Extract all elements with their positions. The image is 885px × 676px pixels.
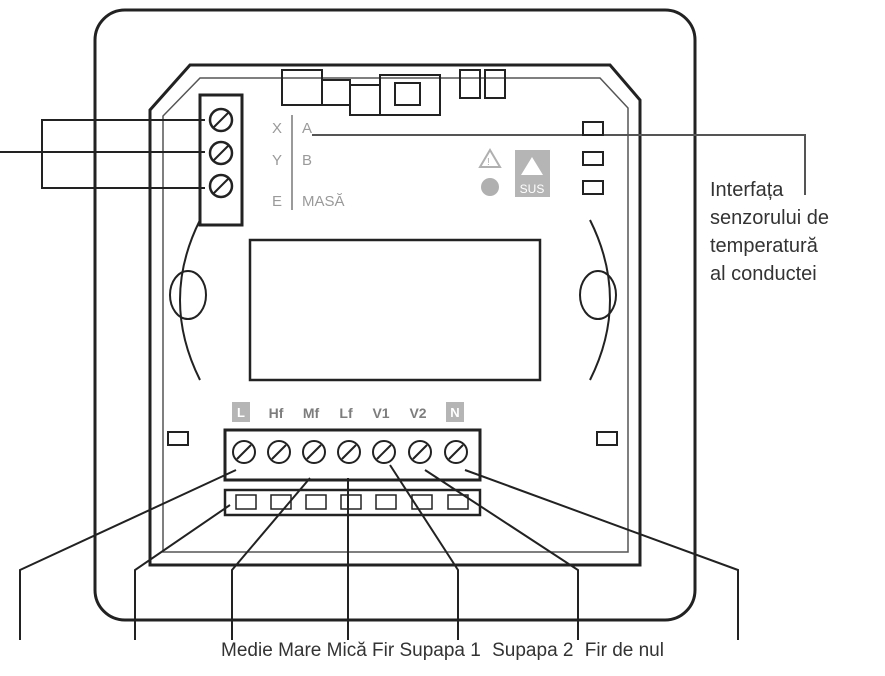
terminal-label-lf: Lf <box>339 405 353 421</box>
caption-fir: Fir <box>372 640 395 661</box>
sensor-label-masa: MASĂ <box>302 193 345 210</box>
power-terminal-block <box>223 428 482 517</box>
terminal-label-l: L <box>237 405 245 420</box>
device-body <box>148 63 642 567</box>
status-badge-label: SUS <box>520 182 545 196</box>
terminal-leader-lines <box>19 464 739 640</box>
top-connector <box>281 69 506 116</box>
terminal-badge-l <box>232 402 250 422</box>
arrow-up-icon <box>521 157 543 175</box>
caption-mare: Mare <box>278 640 322 661</box>
screw-y <box>208 140 234 166</box>
screw-e <box>208 173 234 199</box>
terminal-label-n: N <box>450 405 459 420</box>
svg-text:!: ! <box>487 157 490 168</box>
sensor-terminal-block <box>198 93 244 227</box>
sensor-label-x: X <box>272 120 282 137</box>
caption-mica: Mică <box>326 640 367 661</box>
callout-line-2: senzorului de <box>710 207 829 229</box>
callout-line-4: al conductei <box>710 263 817 285</box>
terminal-label-v2: V2 <box>409 405 426 421</box>
warning-triangle-icon: ! <box>478 148 502 168</box>
sensor-label-y: Y <box>272 152 282 169</box>
sensor-label-b: B <box>302 152 312 169</box>
screw-x <box>208 107 234 133</box>
callout-line-3: temperatură <box>710 235 818 257</box>
caption-medie: Medie <box>221 640 273 661</box>
sensor-interface-callout: Interfața senzorului de temperatură al c… <box>710 176 829 288</box>
sensor-label-a: A <box>302 120 312 137</box>
caption-fir-de-nul: Fir de nul <box>584 640 664 661</box>
terminal-label-mf: Mf <box>303 405 320 421</box>
approval-mark-icon <box>481 178 499 196</box>
terminal-label-v1: V1 <box>372 405 389 421</box>
caption-supapa-1: Supapa 1 <box>399 640 481 661</box>
display-window <box>248 238 542 382</box>
terminal-caption-row: Medie Mare Mică Fir Supapa 1 Supapa 2 Fi… <box>0 640 885 662</box>
right-side-pins <box>167 121 618 446</box>
sensor-label-e: E <box>272 193 282 210</box>
device-inner-outline <box>162 77 629 553</box>
terminal-label-hf: Hf <box>269 405 284 421</box>
sensor-callout-line <box>312 134 806 195</box>
terminal-badge-n <box>446 402 464 422</box>
callout-line-1: Interfața <box>710 179 784 201</box>
outer-frame <box>93 8 697 622</box>
caption-supapa-2: Supapa 2 <box>492 640 574 661</box>
mounting-holes <box>169 219 617 381</box>
sensor-wires <box>0 119 205 189</box>
